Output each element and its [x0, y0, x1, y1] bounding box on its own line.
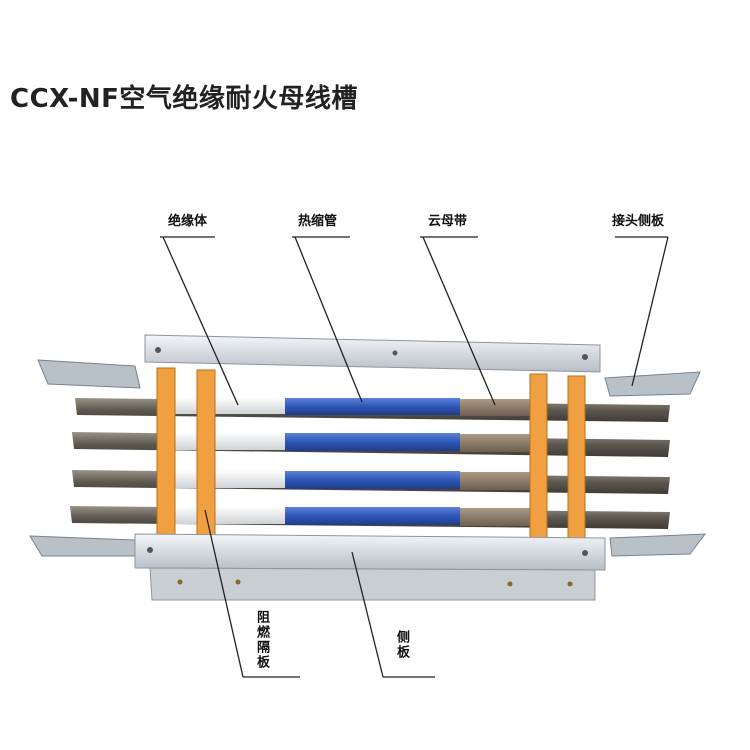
label-side-plate: 侧板: [394, 630, 409, 660]
label-joint-side-plate: 接头侧板: [612, 214, 665, 229]
upper-side-plate: [144, 334, 601, 373]
page-title: CCX-NF空气绝缘耐火母线槽: [10, 84, 358, 114]
right-joint-plates: [604, 371, 707, 557]
leader-lines: [160, 236, 669, 678]
lower-side-plate: [134, 533, 606, 601]
label-fire-retardant-barrier: 阻燃隔板: [254, 610, 269, 670]
bus-bar-row: [72, 432, 670, 457]
label-insulator: 绝缘体: [168, 214, 208, 229]
label-heat-shrink-tube: 热缩管: [298, 214, 338, 229]
left-joint-plates: [29, 359, 141, 557]
label-mica-tape: 云母带: [428, 214, 468, 229]
